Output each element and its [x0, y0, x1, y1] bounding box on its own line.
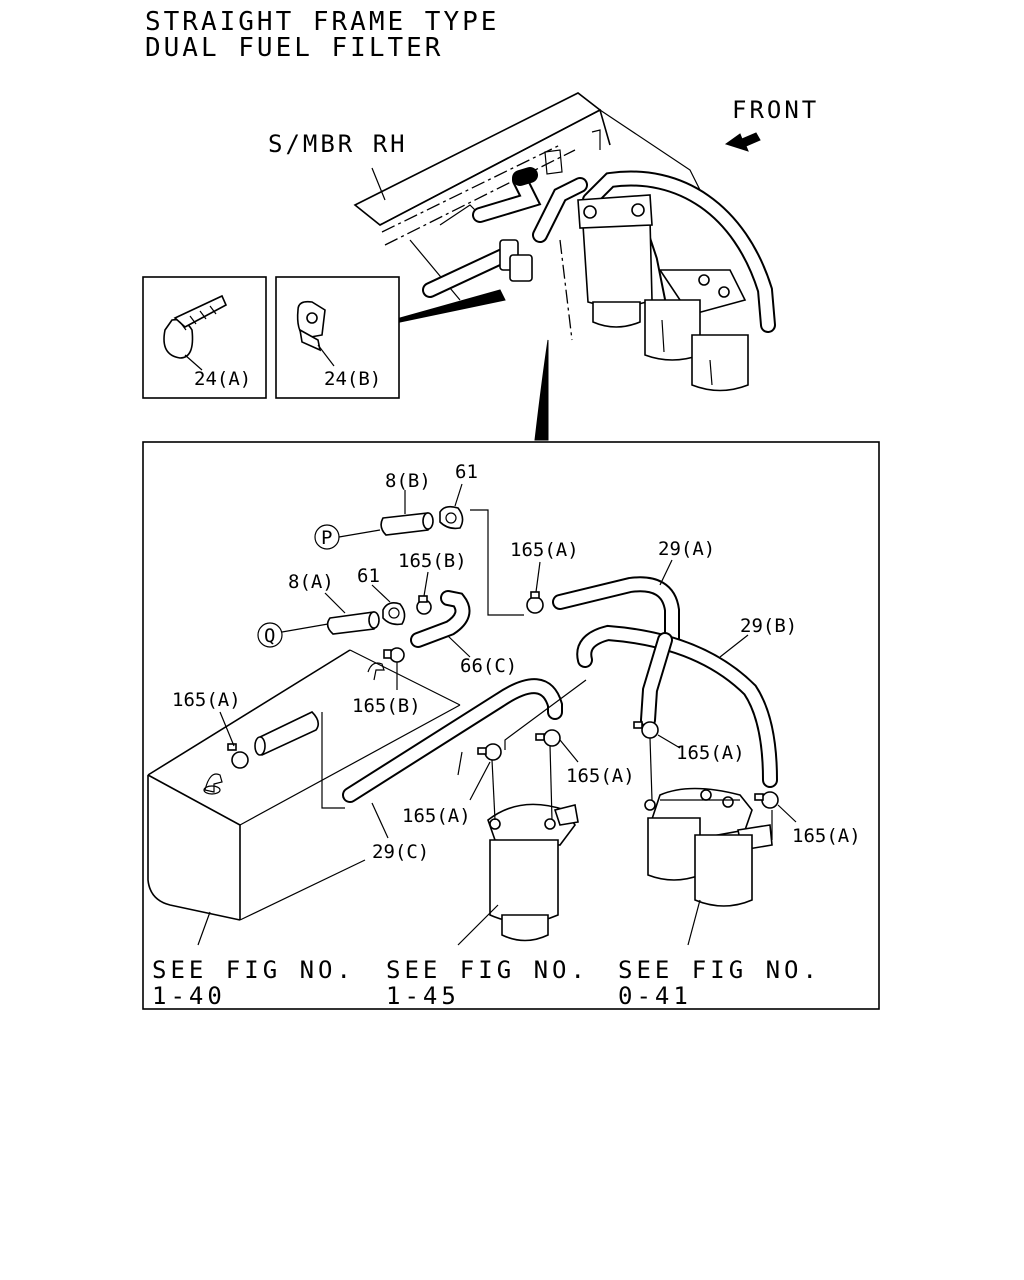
svg-text:SEE FIG NO.: SEE FIG NO. — [618, 956, 821, 984]
label-165a-center-2: 165(A) — [566, 765, 635, 787]
clamp-61-top: 61 — [439, 461, 478, 530]
label-24b: 24(B) — [324, 368, 381, 390]
svg-text:1-45: 1-45 — [386, 982, 460, 1010]
label-24a: 24(A) — [194, 368, 251, 390]
inset-clip-b: 24(B) — [275, 276, 400, 399]
clamp-165a-center-2: 165(A) — [535, 729, 635, 787]
label-29b: 29(B) — [740, 615, 797, 637]
see-fig-0-41: SEE FIG NO. 0-41 — [618, 956, 821, 1010]
label-165a-right-1: 165(A) — [676, 742, 745, 764]
route-line-top — [470, 509, 524, 616]
label-165b-mid: 165(B) — [352, 695, 421, 717]
label-165a-left: 165(A) — [172, 689, 241, 711]
front-label: FRONT — [732, 96, 819, 124]
member-label: S/MBR RH — [268, 130, 408, 158]
label-165a-top: 165(A) — [510, 539, 579, 561]
hose-8a: 8(A) — [288, 571, 380, 635]
clamp-165a-left: 165(A) — [172, 689, 249, 769]
overview-single-filter — [577, 194, 653, 328]
front-arrow-icon — [724, 132, 761, 152]
hose-66c: 66(C) — [410, 590, 517, 677]
fuel-tank — [147, 649, 461, 946]
clamp-165a-top: 165(A) — [510, 539, 579, 614]
see-fig-1-45: SEE FIG NO. 1-45 — [386, 956, 589, 1010]
svg-text:P: P — [321, 527, 332, 549]
label-61-top: 61 — [455, 461, 478, 483]
label-165b-top: 165(B) — [398, 550, 467, 572]
label-8a: 8(A) — [288, 571, 334, 593]
svg-text:SEE FIG NO.: SEE FIG NO. — [386, 956, 589, 984]
clamp-61-mid: 61 — [357, 565, 406, 626]
single-fuel-filter — [457, 744, 579, 946]
see-fig-1-40: SEE FIG NO. 1-40 — [152, 956, 355, 1010]
clamp-165a-right-1: 165(A) — [633, 721, 745, 801]
label-165a-center: 165(A) — [402, 805, 471, 827]
label-29c: 29(C) — [372, 841, 429, 863]
clamp-165a-far-right: 165(A) — [754, 791, 861, 847]
inset-clip-a: 24(A) — [142, 276, 267, 399]
overview-clip — [499, 239, 533, 282]
clamp-165b-mid: 165(B) — [352, 647, 421, 717]
label-165a-far-right: 165(A) — [792, 825, 861, 847]
label-61-mid: 61 — [357, 565, 380, 587]
svg-text:SEE FIG NO.: SEE FIG NO. — [152, 956, 355, 984]
callout-p: P — [314, 524, 381, 550]
route-line-left — [321, 712, 345, 809]
hose-29a: 29(A) — [552, 538, 715, 648]
route-line-center — [504, 679, 587, 750]
svg-text:1-40: 1-40 — [152, 982, 226, 1010]
label-29a: 29(A) — [658, 538, 715, 560]
route-tick — [457, 751, 463, 776]
overview-illustration: S/MBR RH FRONT — [268, 92, 819, 441]
clamp-165a-center: 165(A) — [402, 743, 502, 827]
detail-box — [142, 441, 880, 1010]
overview-dual-filter — [644, 269, 749, 392]
hose-8b: 8(B) — [380, 470, 434, 536]
label-66c: 66(C) — [460, 655, 517, 677]
title-line-2: DUAL FUEL FILTER — [145, 33, 443, 63]
member-leader — [371, 167, 386, 201]
hose-29b: 29(B) — [576, 615, 797, 788]
dual-fuel-filter — [644, 787, 773, 946]
side-member-frame — [353, 92, 701, 341]
label-8b: 8(B) — [385, 470, 431, 492]
callout-q: Q — [257, 622, 329, 648]
clamp-165b-top: 165(B) — [398, 550, 467, 615]
svg-text:Q: Q — [264, 625, 275, 647]
title-line-1: STRAIGHT FRAME TYPE — [145, 7, 499, 37]
detail-pointer — [534, 339, 549, 441]
hose-left-short — [254, 711, 320, 756]
svg-text:0-41: 0-41 — [618, 982, 692, 1010]
